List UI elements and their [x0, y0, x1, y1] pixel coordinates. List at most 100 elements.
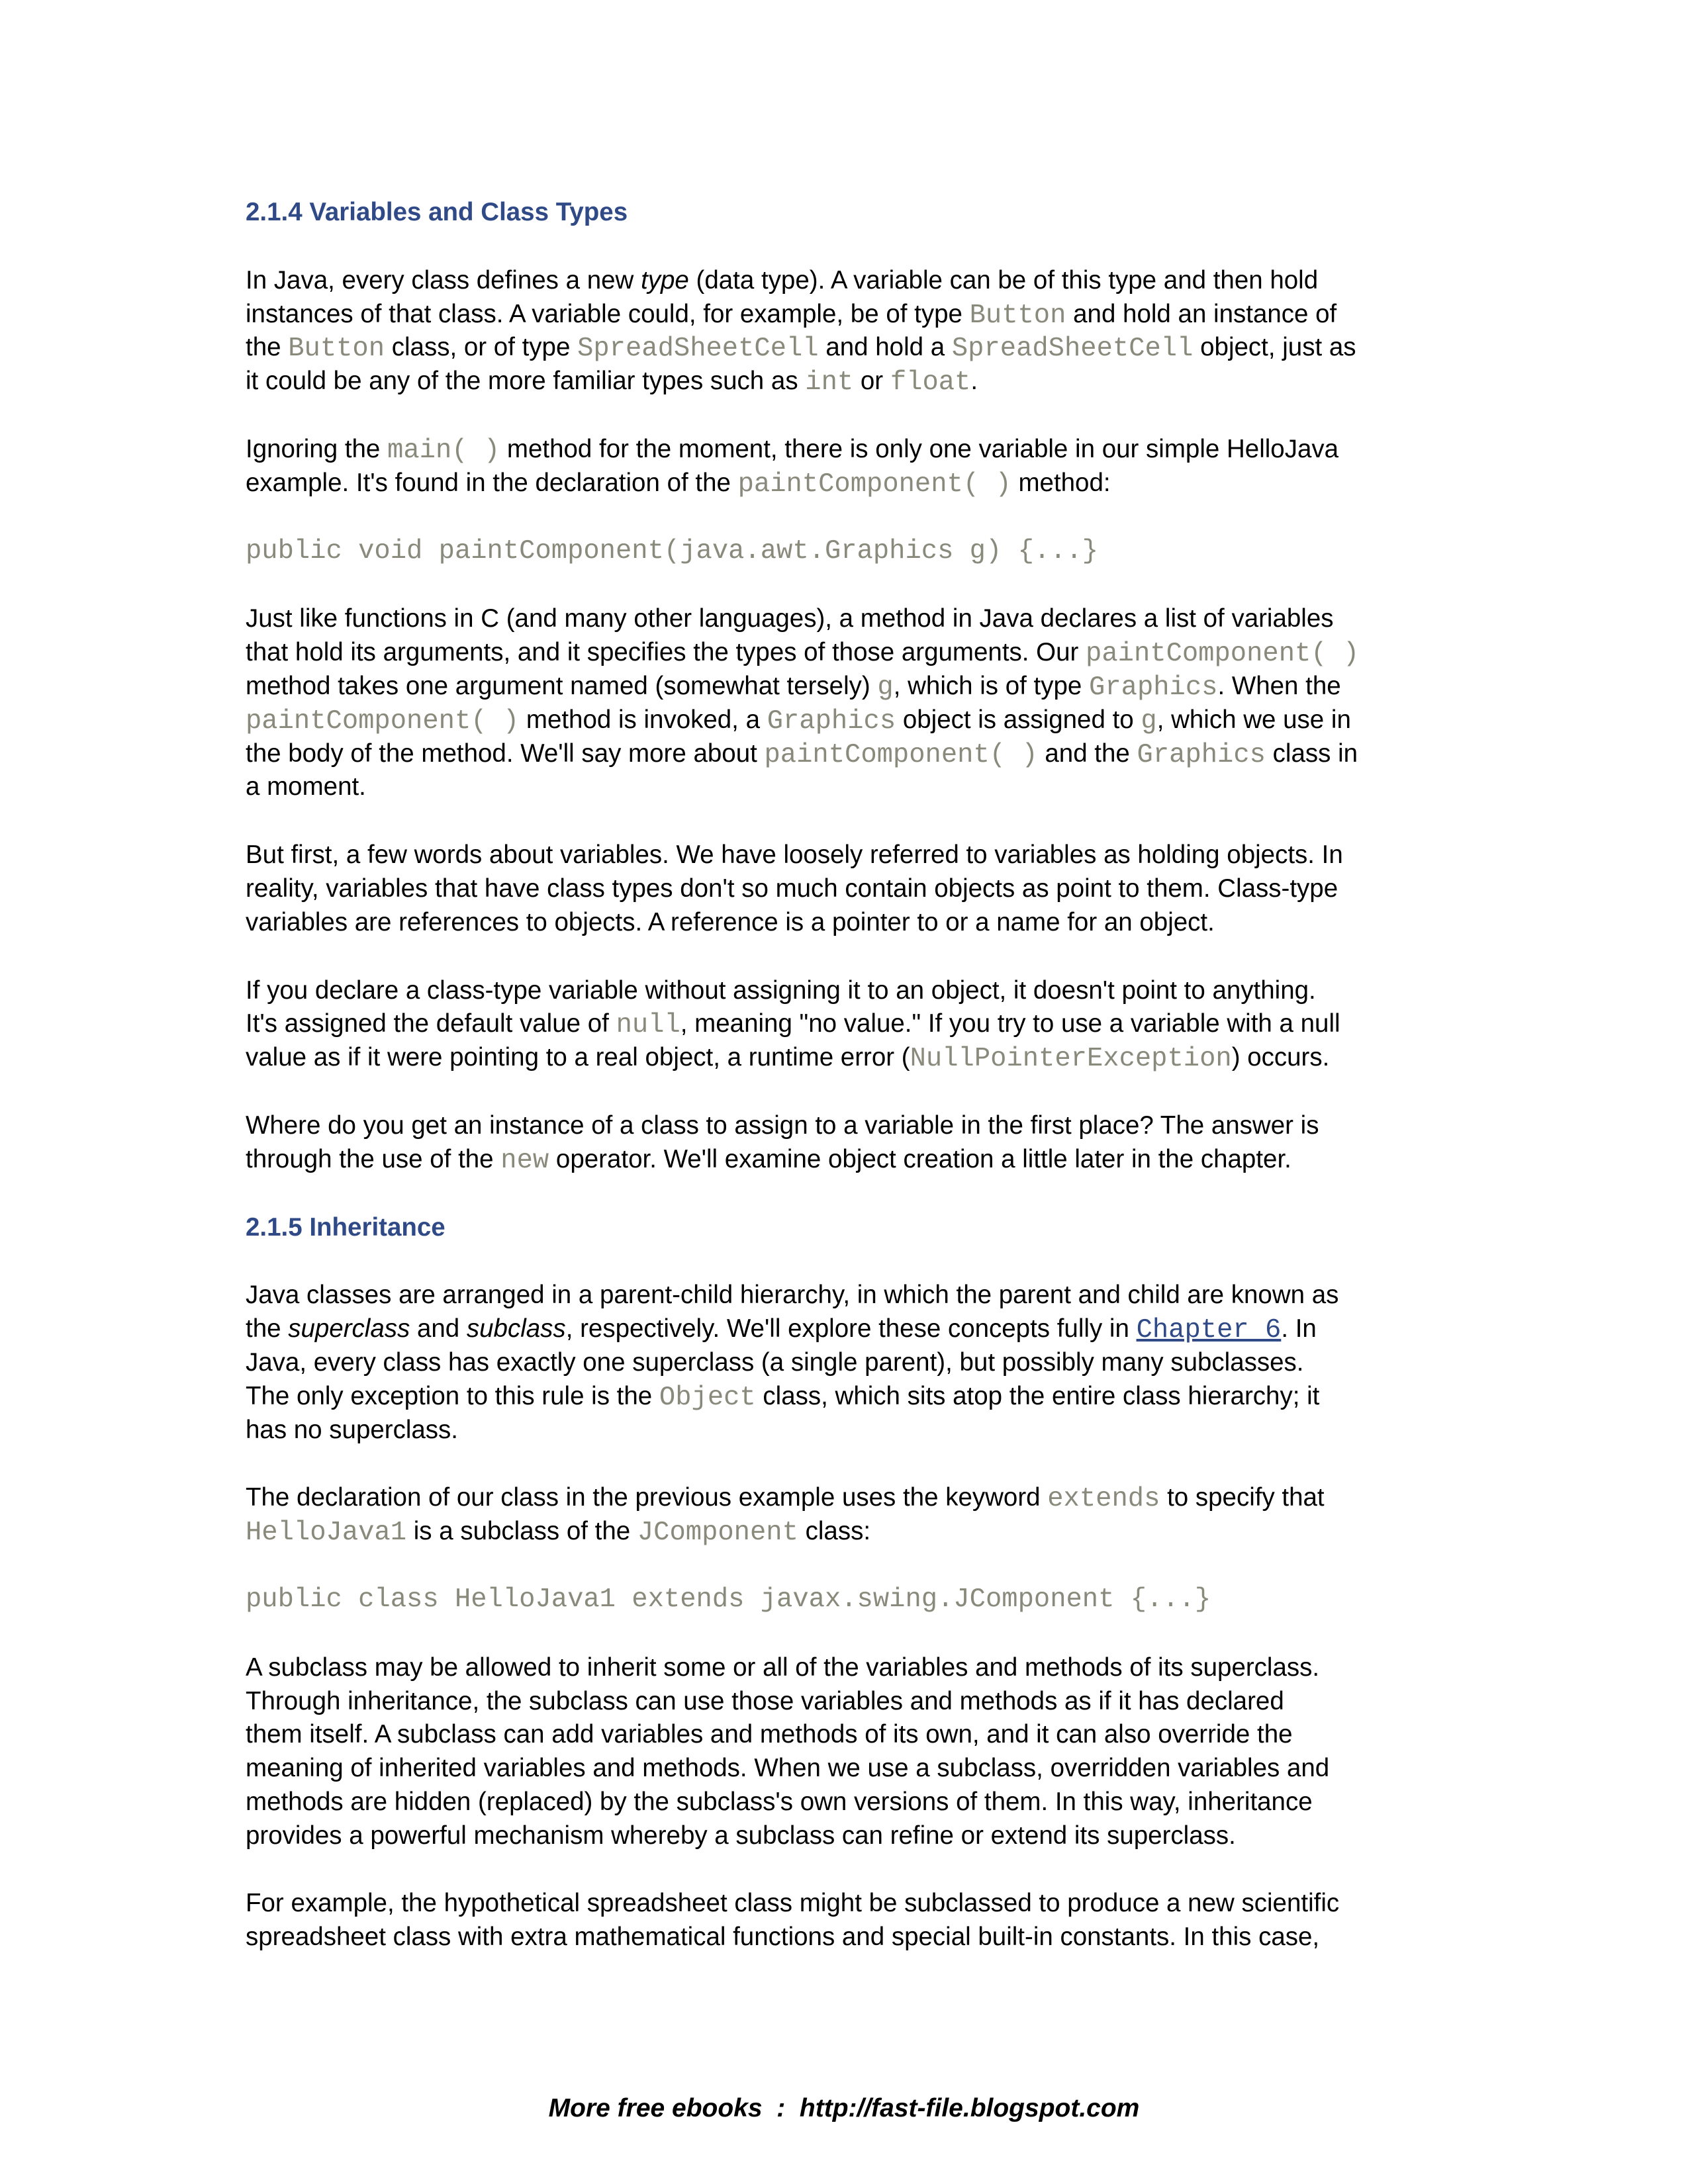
paragraph: If you declare a class-type variable wit… — [246, 974, 1437, 1075]
paragraph: A subclass may be allowed to inherit som… — [246, 1651, 1437, 1853]
text-line: A subclass may be allowed to inherit som… — [246, 1651, 1437, 1685]
inline-code: NullPointerException — [910, 1044, 1232, 1075]
text-run: meaning of inherited variables and metho… — [246, 1754, 1330, 1783]
text-line: For example, the hypothetical spreadshee… — [246, 1887, 1437, 1921]
text-line: Where do you get an instance of a class … — [246, 1109, 1437, 1143]
emphasis-text: type — [641, 265, 689, 295]
text-line: spreadsheet class with extra mathematica… — [246, 1921, 1437, 1954]
text-run: method for the moment, there is only one… — [500, 434, 1339, 463]
emphasis-text: superclass — [288, 1314, 410, 1343]
text-run: class in — [1265, 739, 1358, 768]
text-run: Java, every class has exactly one superc… — [246, 1347, 1304, 1377]
inline-code: null — [616, 1010, 680, 1041]
text-line: it could be any of the more familiar typ… — [246, 365, 1437, 398]
text-run: method takes one argument named (somewha… — [246, 671, 878, 700]
text-run: the — [246, 333, 289, 362]
text-line: instances of that class. A variable coul… — [246, 298, 1437, 332]
text-run: through the use of the — [246, 1144, 501, 1173]
inline-code: paintComponent( ) — [1086, 639, 1360, 670]
text-line: provides a powerful mechanism whereby a … — [246, 1819, 1437, 1853]
inline-code: new — [500, 1145, 549, 1176]
text-run: and hold a — [818, 333, 952, 362]
text-run: operator. We'll examine object creation … — [549, 1144, 1291, 1173]
text-line: HelloJava1 is a subclass of the JCompone… — [246, 1515, 1437, 1549]
text-line: It's assigned the default value of null,… — [246, 1007, 1437, 1041]
inline-code: Button — [969, 300, 1066, 331]
text-line: Ignoring the main( ) method for the mome… — [246, 433, 1437, 467]
text-run: . When the — [1217, 671, 1341, 700]
text-run: that hold its arguments, and it specifie… — [246, 638, 1086, 667]
section-heading: 2.1.4 Variables and Class Types — [246, 198, 628, 226]
text-run: , respectively. We'll explore these conc… — [565, 1314, 1137, 1343]
text-run: has no superclass. — [246, 1415, 459, 1444]
text-line: the body of the method. We'll say more a… — [246, 737, 1437, 771]
text-line: If you declare a class-type variable wit… — [246, 974, 1437, 1008]
text-line: has no superclass. — [246, 1414, 1437, 1447]
text-run: A subclass may be allowed to inherit som… — [246, 1653, 1320, 1682]
text-line: method takes one argument named (somewha… — [246, 670, 1437, 704]
code-snippet: public void paintComponent(java.awt.Grap… — [246, 535, 1099, 567]
inline-code: g — [1141, 705, 1157, 737]
text-run: Where do you get an instance of a class … — [246, 1111, 1319, 1140]
text-run: It's assigned the default value of — [246, 1009, 616, 1038]
text-run: methods are hidden (replaced) by the sub… — [246, 1787, 1313, 1816]
inline-code: int — [805, 367, 854, 398]
text-line: a moment. — [246, 770, 1437, 804]
text-run: method: — [1011, 468, 1111, 497]
text-line: The declaration of our class in the prev… — [246, 1481, 1437, 1515]
text-run: Just like functions in C (and many other… — [246, 604, 1334, 633]
section-heading: 2.1.5 Inheritance — [246, 1212, 445, 1242]
inline-code: Button — [288, 334, 385, 365]
text-line: Java, every class has exactly one superc… — [246, 1346, 1437, 1380]
inline-code: paintComponent( ) — [764, 739, 1038, 770]
text-run: or — [853, 367, 890, 396]
text-run: object is assigned to — [896, 705, 1141, 734]
inline-code: HelloJava1 — [246, 1518, 407, 1549]
inline-code: float — [890, 367, 971, 398]
text-run: them itself. A subclass can add variable… — [246, 1720, 1293, 1749]
paragraph: The declaration of our class in the prev… — [246, 1481, 1437, 1549]
text-line: the superclass and subclass, respectivel… — [246, 1312, 1437, 1346]
text-run: class, or of type — [385, 333, 578, 362]
text-line: value as if it were pointing to a real o… — [246, 1041, 1437, 1075]
text-run: is a subclass of the — [406, 1517, 637, 1546]
text-line: through the use of the new operator. We'… — [246, 1143, 1437, 1177]
paragraph: Just like functions in C (and many other… — [246, 602, 1437, 804]
inline-code: paintComponent( ) — [737, 469, 1011, 500]
emphasis-text: subclass — [466, 1314, 566, 1343]
text-run: Java classes are arranged in a parent-ch… — [246, 1281, 1339, 1310]
inline-code: Object — [659, 1382, 756, 1413]
text-line: reality, variables that have class types… — [246, 872, 1437, 906]
inline-code: paintComponent( ) — [246, 705, 520, 737]
inline-code: SpreadSheetCell — [577, 334, 819, 365]
text-run: ) occurs. — [1231, 1043, 1330, 1072]
text-run: value as if it were pointing to a real o… — [246, 1043, 910, 1072]
text-run: and the — [1037, 739, 1137, 768]
text-run: to specify that — [1160, 1483, 1325, 1512]
text-run: spreadsheet class with extra mathematica… — [246, 1923, 1320, 1952]
inline-code: Graphics — [1089, 672, 1218, 703]
paragraph: Where do you get an instance of a class … — [246, 1109, 1437, 1177]
text-run: provides a powerful mechanism whereby a … — [246, 1821, 1236, 1850]
inline-code: main( ) — [387, 435, 500, 466]
text-line: The only exception to this rule is the O… — [246, 1380, 1437, 1414]
text-run: and — [410, 1314, 467, 1343]
text-run: (data type). A variable can be of this t… — [688, 265, 1319, 295]
text-run: , meaning "no value." If you try to use … — [680, 1009, 1340, 1038]
chapter-link[interactable]: Chapter 6 — [1136, 1315, 1282, 1346]
inline-code: extends — [1047, 1484, 1160, 1515]
inline-code: Graphics — [767, 705, 896, 737]
text-run: class, which sits atop the entire class … — [755, 1381, 1320, 1410]
text-line: that hold its arguments, and it specifie… — [246, 636, 1437, 670]
text-run: the body of the method. We'll say more a… — [246, 739, 765, 768]
text-run: . In — [1281, 1314, 1317, 1343]
text-line: meaning of inherited variables and metho… — [246, 1752, 1437, 1786]
text-line: them itself. A subclass can add variable… — [246, 1718, 1437, 1752]
text-run: But first, a few words about variables. … — [246, 841, 1343, 870]
text-run: The declaration of our class in the prev… — [246, 1483, 1048, 1512]
text-run: method is invoked, a — [519, 705, 767, 734]
text-run: , which is of type — [893, 671, 1090, 700]
text-run: object, just as — [1193, 333, 1356, 362]
text-run: Ignoring the — [246, 434, 388, 463]
